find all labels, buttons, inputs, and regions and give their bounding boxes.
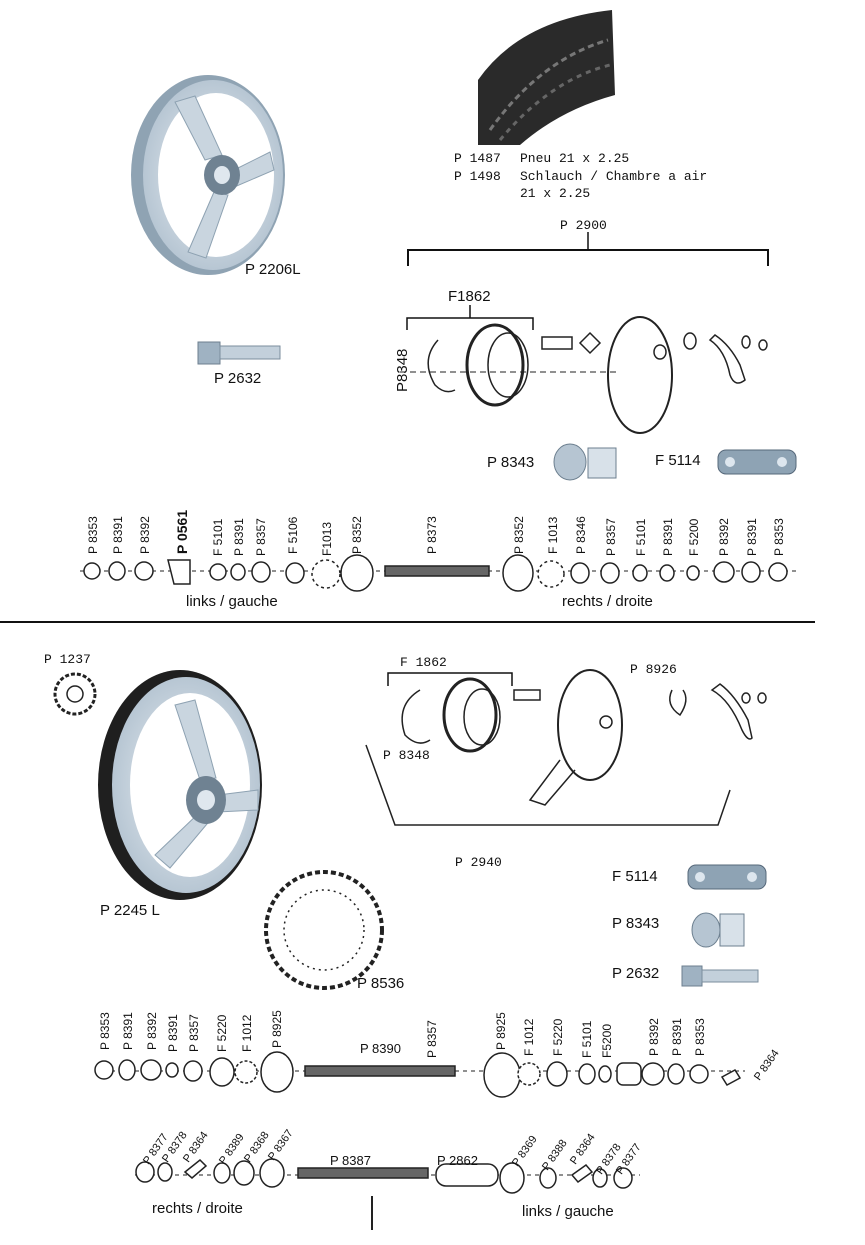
axle-part-label: P 8353	[772, 518, 786, 556]
axle-part-label: P 8353	[98, 1012, 112, 1050]
axle-part-label: F 1012	[240, 1014, 254, 1052]
small-sprocket-drawing	[53, 672, 97, 716]
brake-shoes-label-bottom: F 1862	[400, 655, 447, 670]
front-wheel-drawing	[131, 75, 285, 275]
axle-part-label: P 8391	[661, 518, 675, 556]
axle-part-label: F 5200	[687, 518, 701, 556]
axle-part-label: P 8391	[166, 1014, 180, 1052]
left-side-label-bottom: links / gauche	[522, 1203, 614, 1220]
axle-label: P 8373	[425, 516, 439, 554]
brake-assembly-label: P 2900	[560, 218, 607, 233]
nut-label-bottom: P 8343	[612, 915, 660, 932]
axle-part-label: P 8346	[574, 516, 588, 554]
nut-label: P 8343	[487, 454, 535, 471]
lower-axle-label: P 8387	[330, 1153, 371, 1168]
axle-part-label: F5200	[600, 1023, 614, 1058]
rear-axle-drawing	[94, 1051, 745, 1098]
front-axle-drawing	[80, 554, 800, 592]
spring2-label: P 8926	[630, 662, 677, 677]
nut-drawing-top	[553, 443, 617, 481]
link-drawing-top	[717, 449, 797, 475]
axle-part-label: P 8925	[494, 1012, 508, 1050]
tyre-drawing	[478, 10, 615, 145]
front-brake-drawing	[400, 316, 768, 434]
axle-part-label: P 8353	[693, 1018, 707, 1056]
axle-part-label: F1013	[320, 521, 334, 556]
right-side-label-bottom: rechts / droite	[152, 1200, 243, 1217]
tyre-text-3: 21 x 2.25	[520, 186, 591, 201]
axle-part-label: P 8391	[670, 1018, 684, 1056]
brake-shoes-label: F1862	[448, 288, 491, 305]
axle-part-label: F 1013	[546, 516, 560, 554]
right-side-label: rechts / droite	[562, 593, 653, 610]
link-label-bottom: F 5114	[612, 868, 658, 885]
axle-part-label: P 8357	[254, 518, 268, 556]
lower-parts-drawing	[135, 1158, 640, 1230]
spacer-label: P 2862	[437, 1153, 478, 1168]
rear-wheel-drawing	[98, 670, 262, 900]
axle-part-label: P 8352	[350, 516, 364, 554]
axle-part-label: P 8392	[717, 518, 731, 556]
left-side-label: links / gauche	[186, 593, 278, 610]
rear-brake-drawing	[365, 669, 767, 826]
bolt-label-bottom: P 2632	[612, 965, 660, 982]
axle-part-label: P 8352	[512, 516, 526, 554]
bolt-label: P 2632	[214, 370, 262, 387]
axle-part-label: F 1012	[522, 1018, 536, 1056]
bolt-drawing	[197, 341, 281, 365]
link-drawing-bottom	[687, 864, 767, 890]
axle-part-label: P 8353	[86, 516, 100, 554]
axle-part-label: P 8391	[232, 518, 246, 556]
axle-part-label: P 8357	[187, 1014, 201, 1052]
axle-part-label: P 8357	[604, 518, 618, 556]
spring-label: P8348	[394, 348, 411, 392]
axle-part-label: P 8392	[647, 1018, 661, 1056]
tyre-text-2: Schlauch / Chambre a air	[520, 169, 708, 184]
axle-part-label: F 5220	[215, 1014, 229, 1052]
axle-part-label: F 5101	[580, 1020, 594, 1058]
axle-part-label: P 8391	[121, 1012, 135, 1050]
axle-part-label: P 8925	[270, 1010, 284, 1048]
big-sprocket-label: P 8536	[357, 975, 405, 992]
axle-part-label: P 8391	[745, 518, 759, 556]
spring-label-bottom: P 8348	[383, 748, 430, 763]
axle-part-label: P 8392	[138, 516, 152, 554]
axle-part-label: F 5220	[551, 1018, 565, 1056]
tyre-code-2: P 1498	[454, 169, 501, 184]
tyre-text-1: Pneu 21 x 2.25	[520, 151, 630, 166]
tyre-code-1: P 1487	[454, 151, 501, 166]
axle-part-label: P 8392	[145, 1012, 159, 1050]
big-sprocket-drawing	[264, 870, 384, 990]
bolt-drawing-bottom	[681, 965, 759, 987]
link-label: F 5114	[655, 452, 701, 469]
axle-part-label: P 8391	[111, 516, 125, 554]
axle-part-label: P 0561	[174, 509, 190, 554]
nut-drawing-bottom	[691, 912, 745, 948]
axle-part-label: F 5101	[211, 518, 225, 556]
rear-axle-label: P 8390	[360, 1041, 401, 1056]
axle-part-label: P 8357	[425, 1020, 439, 1058]
small-sprocket-label: P 1237	[44, 652, 91, 667]
front-wheel-label: P 2206L	[245, 261, 301, 278]
rear-wheel-label: P 2245 L	[100, 902, 160, 919]
brake-assembly-label-bottom: P 2940	[455, 855, 502, 870]
axle-part-label: F 5101	[634, 518, 648, 556]
axle-part-label: F 5106	[286, 516, 300, 554]
